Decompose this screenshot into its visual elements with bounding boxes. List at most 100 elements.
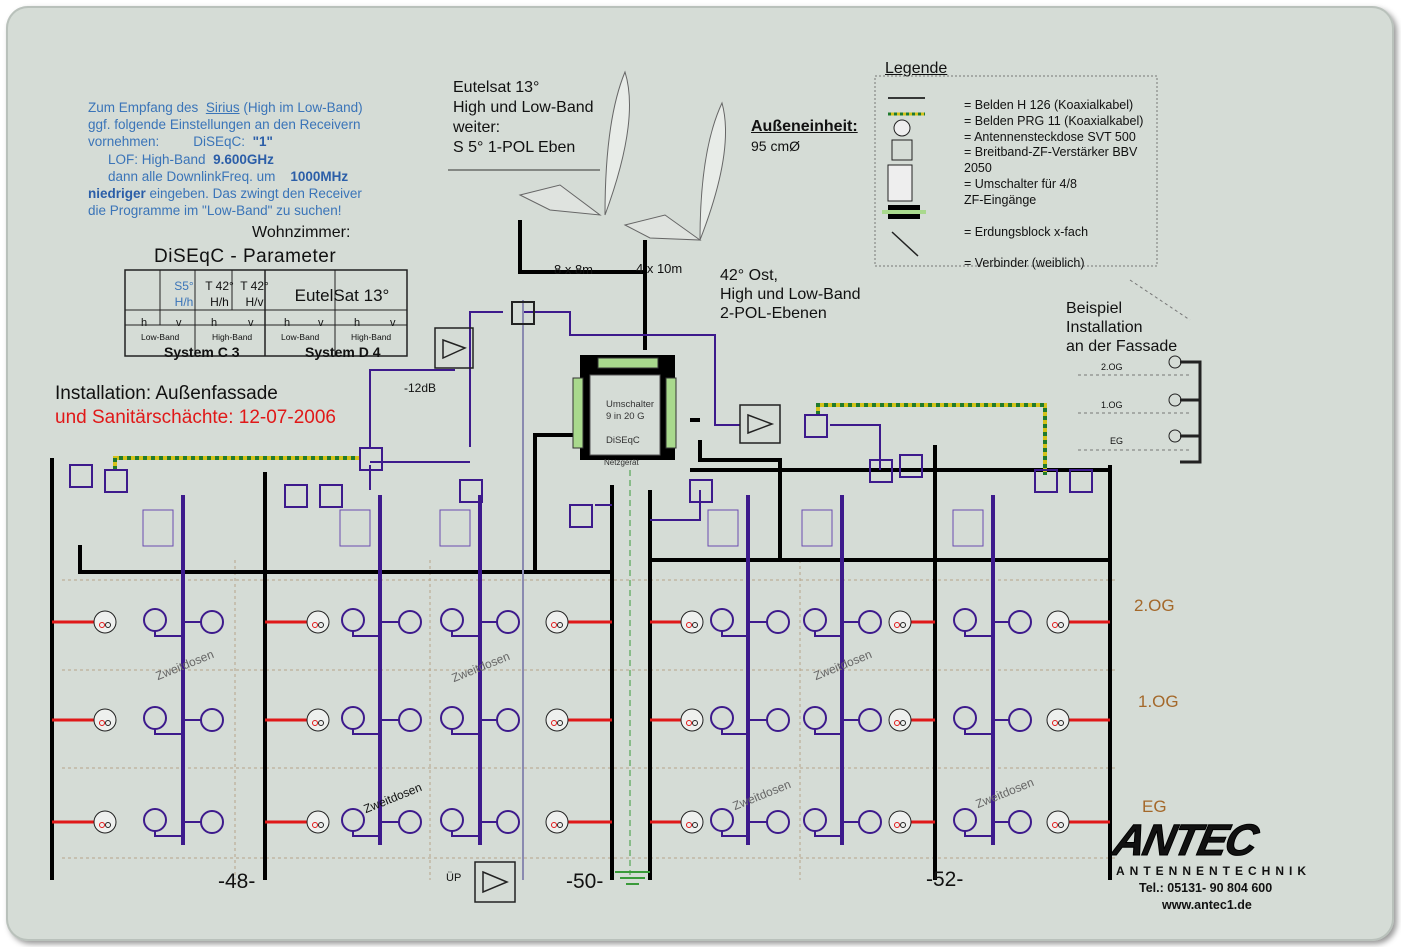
antenna-socket-icon xyxy=(1046,708,1070,732)
section-52: -52- xyxy=(926,868,964,891)
second-outlet-icon xyxy=(766,810,790,834)
second-outlet-icon xyxy=(496,708,520,732)
outlet-cable xyxy=(964,729,993,735)
antenna-socket-icon xyxy=(888,708,912,732)
multiswitch xyxy=(572,355,677,460)
second-outlet-icon xyxy=(496,810,520,834)
antenna-socket-icon xyxy=(545,610,569,634)
second-outlet-icon xyxy=(440,706,464,730)
second-outlet-icon xyxy=(858,810,882,834)
legend-items: = Belden H 126 (Koaxialkabel)= Belden PR… xyxy=(964,98,1144,271)
second-outlet-icon xyxy=(341,706,365,730)
socket-pin xyxy=(894,622,900,628)
second-outlet-icon xyxy=(440,608,464,632)
socket-pin xyxy=(1058,822,1064,828)
socket-pin xyxy=(1052,822,1058,828)
splitter-icon xyxy=(359,447,383,471)
socket-pin xyxy=(686,622,692,628)
legend-title: Legende xyxy=(885,60,948,77)
second-outlet-icon xyxy=(858,708,882,732)
diseqc-table-grid xyxy=(124,269,408,357)
antenna-socket-icon xyxy=(306,810,330,834)
satellite-dish-eutelsat xyxy=(518,70,630,216)
socket-pin xyxy=(318,622,324,628)
socket-pin xyxy=(318,720,324,726)
outlet-cable xyxy=(451,729,480,735)
socket-pin xyxy=(692,822,698,828)
second-outlet-icon xyxy=(398,810,422,834)
sirius-note: Zum Empfang des Sirius (High im Low-Band… xyxy=(88,100,363,219)
antenna-socket-icon xyxy=(545,810,569,834)
floor-lines xyxy=(62,560,1115,880)
example-floor-2og: 2.OG xyxy=(1101,362,1123,372)
floor-label-2og: 2.OG xyxy=(1134,596,1175,615)
antenna-socket-icon xyxy=(545,708,569,732)
socket-pin xyxy=(692,622,698,628)
diagram-canvas: Zum Empfang des Sirius (High im Low-Band… xyxy=(6,6,1394,941)
second-outlet-icon xyxy=(200,810,224,834)
second-outlet-icon xyxy=(200,708,224,732)
tap-box xyxy=(801,509,833,547)
outlet-cable xyxy=(814,631,842,637)
outlet-cable xyxy=(154,831,183,837)
outlet-cable xyxy=(154,729,183,735)
second-outlet-icon xyxy=(398,708,422,732)
install-title: Installation: Außenfassade xyxy=(55,383,278,404)
outlet-cable xyxy=(352,631,380,637)
second-outlet-icon xyxy=(1008,810,1032,834)
socket-pin xyxy=(551,822,557,828)
satellite-dish-42-ost xyxy=(623,101,726,241)
socket-pin xyxy=(318,822,324,828)
outlet-cable xyxy=(451,631,480,637)
splitter-icon xyxy=(319,484,343,508)
second-outlet-icon xyxy=(143,608,167,632)
socket-pin xyxy=(1052,720,1058,726)
second-outlet-icon xyxy=(440,808,464,832)
socket-pin xyxy=(105,622,111,628)
cable-label-8x8: 8 x 8m xyxy=(554,262,594,277)
splitter-icon xyxy=(689,479,713,503)
tap-box xyxy=(339,509,371,547)
legend-symbols xyxy=(882,97,926,257)
prg11-cables xyxy=(113,403,1047,475)
outlet-cable xyxy=(721,729,748,735)
splitter-icon xyxy=(1069,469,1093,493)
second-outlet-icon xyxy=(803,706,827,730)
socket-pin xyxy=(99,822,105,828)
splitter-icon xyxy=(104,469,128,493)
socket-pin xyxy=(692,720,698,726)
splitter-icon xyxy=(569,504,593,528)
second-outlet-icon xyxy=(143,706,167,730)
outlet-cable xyxy=(451,831,480,837)
antenna-socket-icon xyxy=(680,610,704,634)
outlet-cable xyxy=(964,831,993,837)
socket-pin xyxy=(1058,622,1064,628)
tap-box xyxy=(707,509,739,547)
antenna-socket-icon xyxy=(680,708,704,732)
antenna-socket-icon xyxy=(680,810,704,834)
second-outlet-icon xyxy=(766,708,790,732)
outdoor-unit-title: Außeneinheit: xyxy=(751,118,858,135)
up-label: ÜP xyxy=(446,872,462,884)
install-date: und Sanitärschächte: 12-07-2006 xyxy=(55,407,336,428)
second-outlet-icon xyxy=(766,610,790,634)
ground-symbol xyxy=(615,470,650,885)
socket-pin xyxy=(900,720,906,726)
socket-pin xyxy=(105,720,111,726)
second-outlet-icon xyxy=(803,608,827,632)
antenna-socket-icon xyxy=(93,810,117,834)
section-50: -50- xyxy=(566,870,604,893)
splitter-icon xyxy=(69,464,93,488)
second-outlet-icon xyxy=(710,608,734,632)
socket-pin xyxy=(894,822,900,828)
antenna-socket-icon xyxy=(888,810,912,834)
example-floor-1og: 1.OG xyxy=(1101,400,1123,410)
socket-pin xyxy=(105,822,111,828)
socket-pin xyxy=(312,720,318,726)
purple-cables xyxy=(369,311,881,521)
antenna-socket-icon xyxy=(888,610,912,634)
second-outlet-icon xyxy=(953,808,977,832)
example-facade xyxy=(1078,279,1202,464)
